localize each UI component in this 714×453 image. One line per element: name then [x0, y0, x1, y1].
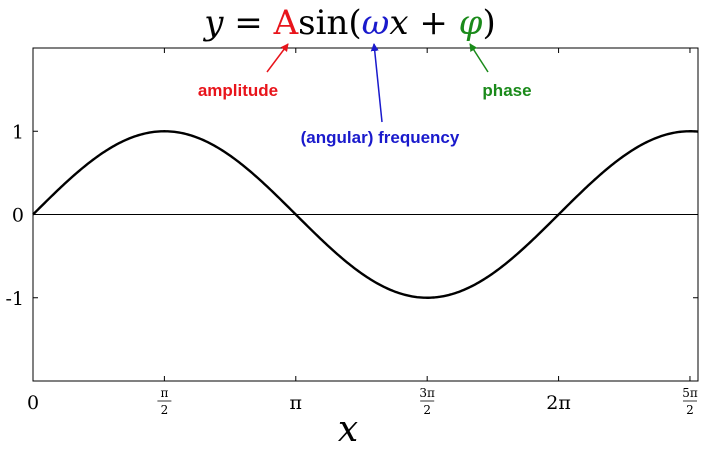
sine-curve	[32, 130, 699, 299]
title-part-1: =	[223, 3, 273, 43]
title-part-5: x	[389, 3, 408, 43]
x-tick-label-denominator: 2	[423, 403, 431, 417]
frequency-arrow	[370, 43, 383, 123]
x-tick-label-numerator: π	[160, 386, 168, 400]
chart-title: y = Asin(ωx + φ)	[202, 3, 495, 43]
x-tick-label-numerator: 5π	[682, 386, 698, 400]
x-tick-label: 2π	[546, 392, 571, 414]
x-axis-label: x	[338, 409, 358, 450]
title-part-6: +	[409, 3, 459, 43]
x-tick-label-denominator: 2	[686, 403, 694, 417]
x-tick-label: π	[290, 392, 303, 414]
x-tick-label-numerator: 3π	[419, 386, 435, 400]
x-tick-label: 0	[27, 392, 39, 414]
frequency-label: (angular) frequency	[301, 128, 460, 147]
y-tick-label: -1	[5, 288, 24, 310]
amplitude-arrow	[266, 43, 289, 73]
title-part-phase: φ	[459, 3, 483, 43]
title-part-0: y	[202, 3, 224, 43]
title-part-8: )	[482, 3, 495, 43]
y-tick-label: 0	[12, 205, 24, 227]
phase-label: phase	[482, 81, 531, 100]
x-tick-label-denominator: 2	[161, 403, 169, 417]
title-part-amplitude: A	[273, 3, 299, 43]
amplitude-label: amplitude	[198, 81, 278, 100]
phase-arrow	[469, 43, 489, 73]
title-part-3: sin(	[298, 3, 361, 43]
title-part-frequency: ω	[362, 3, 390, 43]
y-tick-label: 1	[12, 121, 24, 143]
